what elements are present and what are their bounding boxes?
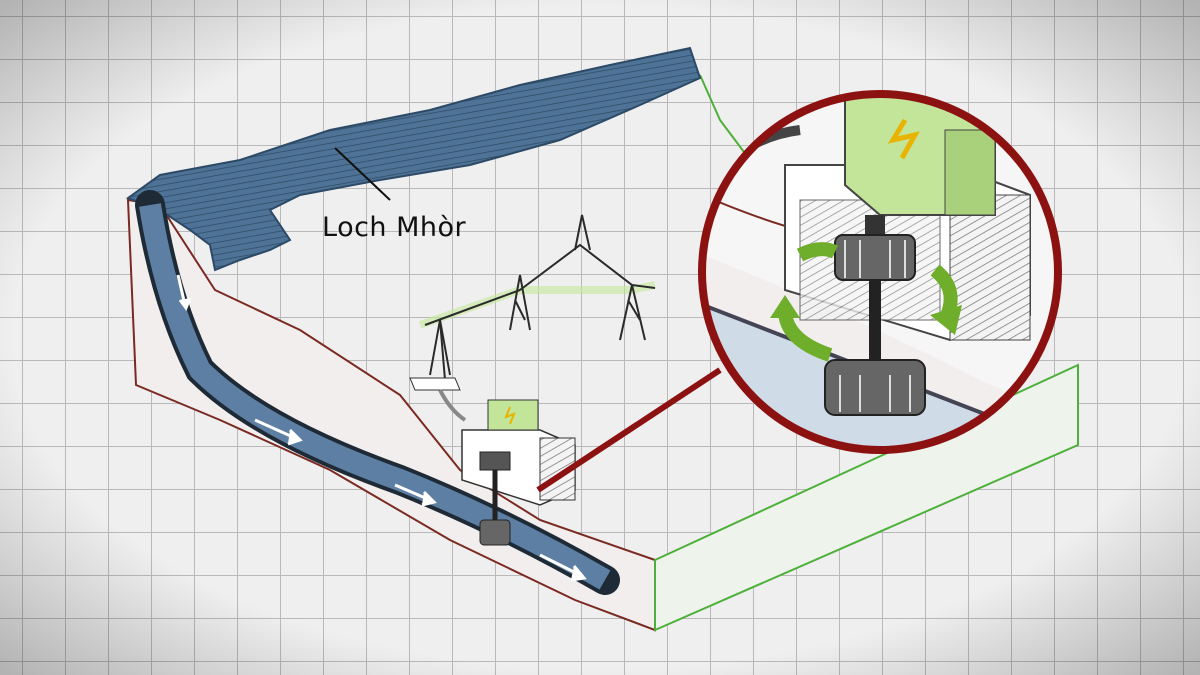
loch-mhor-label: Loch Mhòr	[322, 212, 467, 243]
